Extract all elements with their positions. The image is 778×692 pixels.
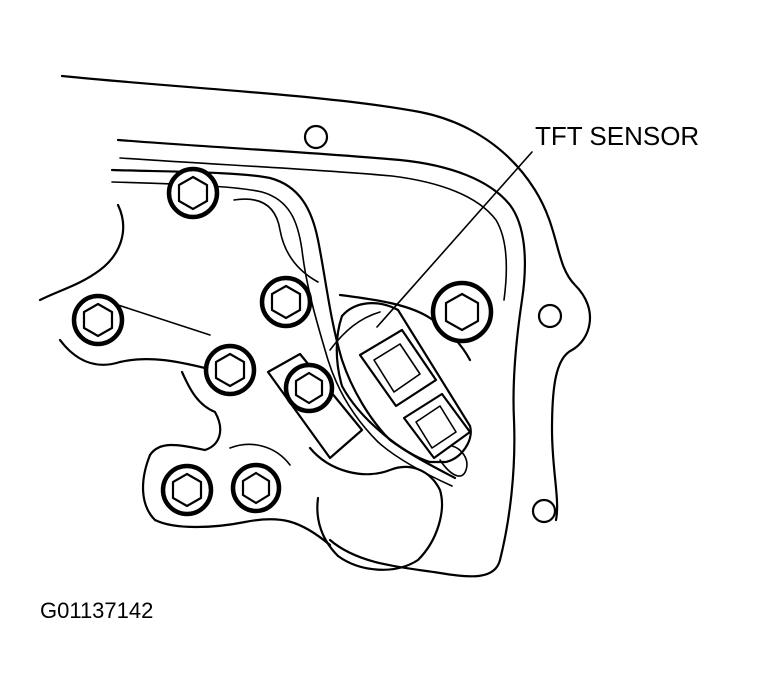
- tft-sensor-connector-upper: [358, 328, 438, 408]
- figure-code: G01137142: [40, 598, 153, 623]
- valve-body-plate-lower: [58, 338, 207, 370]
- sensor-bracket: [338, 293, 472, 362]
- bolt-2: [71, 293, 125, 347]
- tft-sensor-housing: [335, 302, 472, 464]
- case-hole-top: [303, 124, 329, 150]
- sensor-bracket-lower: [329, 311, 381, 351]
- valve-body-plate: [38, 203, 125, 302]
- bolt-3: [259, 275, 313, 329]
- tft-sensor-connector-lower-slot: [415, 405, 457, 449]
- valve-body-plate-bottom-inner: [229, 443, 291, 466]
- tft-sensor-connector-upper-slot: [373, 343, 421, 393]
- case-hole-right: [537, 303, 563, 329]
- valve-body-plate-left-tab: [117, 304, 211, 336]
- bolt-5: [430, 280, 494, 344]
- bolt-7: [160, 463, 214, 517]
- callout-leader-line: [376, 151, 533, 328]
- tft-sensor-connector-lower: [402, 392, 472, 460]
- bolt-1: [166, 166, 220, 220]
- solenoid-body: [266, 352, 364, 460]
- tft-sensor-wire-loop: [439, 445, 468, 477]
- valve-body-inner-outline: [119, 157, 508, 301]
- case-outline: [60, 74, 592, 522]
- valve-body-plate-mid: [148, 370, 222, 457]
- tft-sensor-label: TFT SENSOR: [535, 121, 699, 151]
- valve-body-gasket-outline: [116, 138, 526, 578]
- case-hole-bottom-right: [531, 498, 557, 524]
- bolt-4: [203, 343, 257, 397]
- bolt-8: [230, 462, 282, 514]
- wire-harness-parallel: [111, 181, 453, 487]
- wire-harness-left-branch: [233, 198, 319, 283]
- valve-body-plate-bottom: [141, 453, 332, 547]
- bolt-6: [283, 362, 335, 414]
- solenoid-base: [308, 446, 444, 571]
